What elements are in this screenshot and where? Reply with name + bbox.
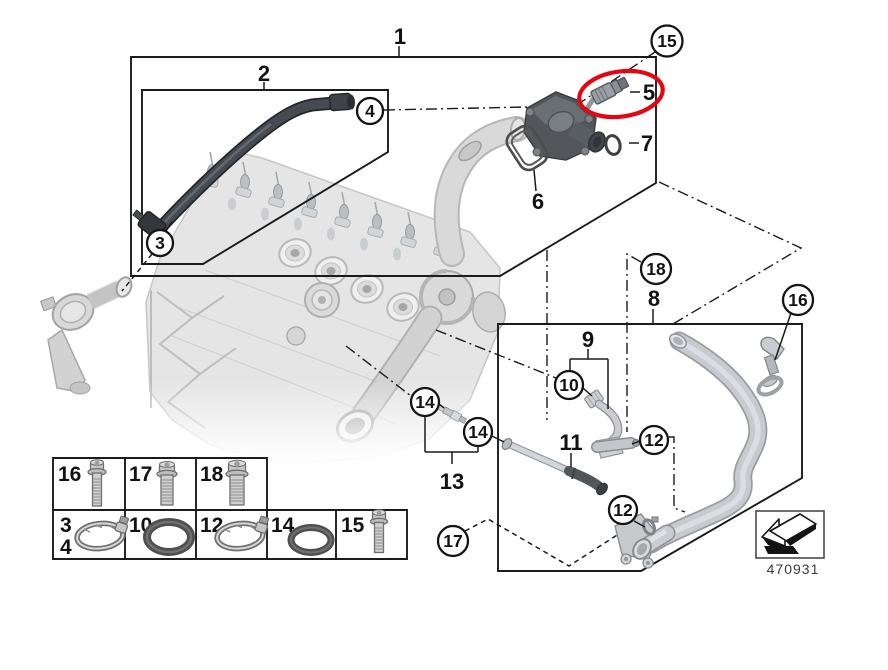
hose-clamp-icon xyxy=(74,515,129,552)
vent-pipe-part xyxy=(132,92,356,240)
legend-label-17: 17 xyxy=(129,463,152,486)
flange-bolt-icon xyxy=(156,461,178,506)
svg-text:18: 18 xyxy=(646,259,666,279)
svg-text:3: 3 xyxy=(155,233,165,253)
document-number: 470931 xyxy=(767,561,820,577)
flange-bolt-icon xyxy=(369,509,389,554)
callout-11-label[interactable]: 11 xyxy=(559,430,582,455)
legend-label-18: 18 xyxy=(200,463,224,486)
svg-text:12: 12 xyxy=(644,430,664,450)
legend-label-4: 4 xyxy=(60,536,72,559)
assembly-box-1 xyxy=(130,56,657,277)
reference-lines xyxy=(121,51,803,567)
hose-flange-assembly-part xyxy=(614,513,676,569)
highlight-ellipse xyxy=(577,68,665,120)
legend-label-16: 16 xyxy=(58,463,81,486)
callout-12-a[interactable]: 12 xyxy=(638,424,670,456)
callout-7-label[interactable]: 7 xyxy=(641,131,653,156)
svg-text:12: 12 xyxy=(613,500,633,520)
flange-bolt-icon xyxy=(225,459,249,506)
o-ring-icon xyxy=(143,518,195,556)
callout-17[interactable]: 17 xyxy=(436,524,470,558)
assembly-box-17 xyxy=(497,323,803,572)
callout-14-a[interactable]: 14 xyxy=(409,386,441,418)
vent-line-part xyxy=(501,437,608,496)
leader-lines xyxy=(165,46,792,528)
page-turn-icon xyxy=(761,513,817,554)
svg-text:15: 15 xyxy=(657,31,677,51)
sensor-o-ring-part xyxy=(604,134,622,156)
callout-2-label[interactable]: 2 xyxy=(258,61,270,86)
o-ring-icon xyxy=(287,524,335,556)
svg-text:10: 10 xyxy=(559,375,579,395)
callout-15[interactable]: 15 xyxy=(650,24,684,58)
legend-table: 16 17 18 3 4 10 12 14 15 xyxy=(52,457,408,560)
callout-12-b[interactable]: 12 xyxy=(607,494,639,526)
callout-1-label[interactable]: 1 xyxy=(394,24,406,49)
coolant-flange-part xyxy=(39,276,133,395)
hose-clip-part xyxy=(756,336,785,397)
assembly-box-2 xyxy=(141,89,389,265)
flange-bolt-icon xyxy=(87,459,107,507)
callout-13-label[interactable]: 13 xyxy=(440,469,464,494)
continuation-indicator[interactable] xyxy=(755,510,825,559)
callout-16[interactable]: 16 xyxy=(781,283,815,317)
callout-18[interactable]: 18 xyxy=(639,252,673,286)
svg-text:4: 4 xyxy=(365,101,375,121)
callout-4[interactable]: 4 xyxy=(355,96,385,126)
housing-gasket-part xyxy=(505,124,549,172)
svg-text:14: 14 xyxy=(415,392,435,412)
callout-6-label[interactable]: 6 xyxy=(532,189,544,214)
legend-label-14: 14 xyxy=(271,514,295,537)
svg-text:17: 17 xyxy=(443,531,462,551)
callout-3[interactable]: 3 xyxy=(145,228,175,258)
legend-label-3: 3 xyxy=(60,514,72,537)
hose-clamp-icon xyxy=(214,515,269,552)
svg-text:14: 14 xyxy=(468,422,488,442)
callout-8-label[interactable]: 8 xyxy=(648,286,660,311)
svg-text:16: 16 xyxy=(788,290,808,310)
legend-label-15: 15 xyxy=(341,514,365,537)
callout-14-b[interactable]: 14 xyxy=(462,416,494,448)
callout-5-label[interactable]: 5 xyxy=(643,80,655,105)
coolant-return-pipe-part xyxy=(584,389,640,459)
callout-9-label[interactable]: 9 xyxy=(582,327,594,352)
callout-10[interactable]: 10 xyxy=(553,369,585,401)
coolant-hose-part xyxy=(641,331,768,554)
